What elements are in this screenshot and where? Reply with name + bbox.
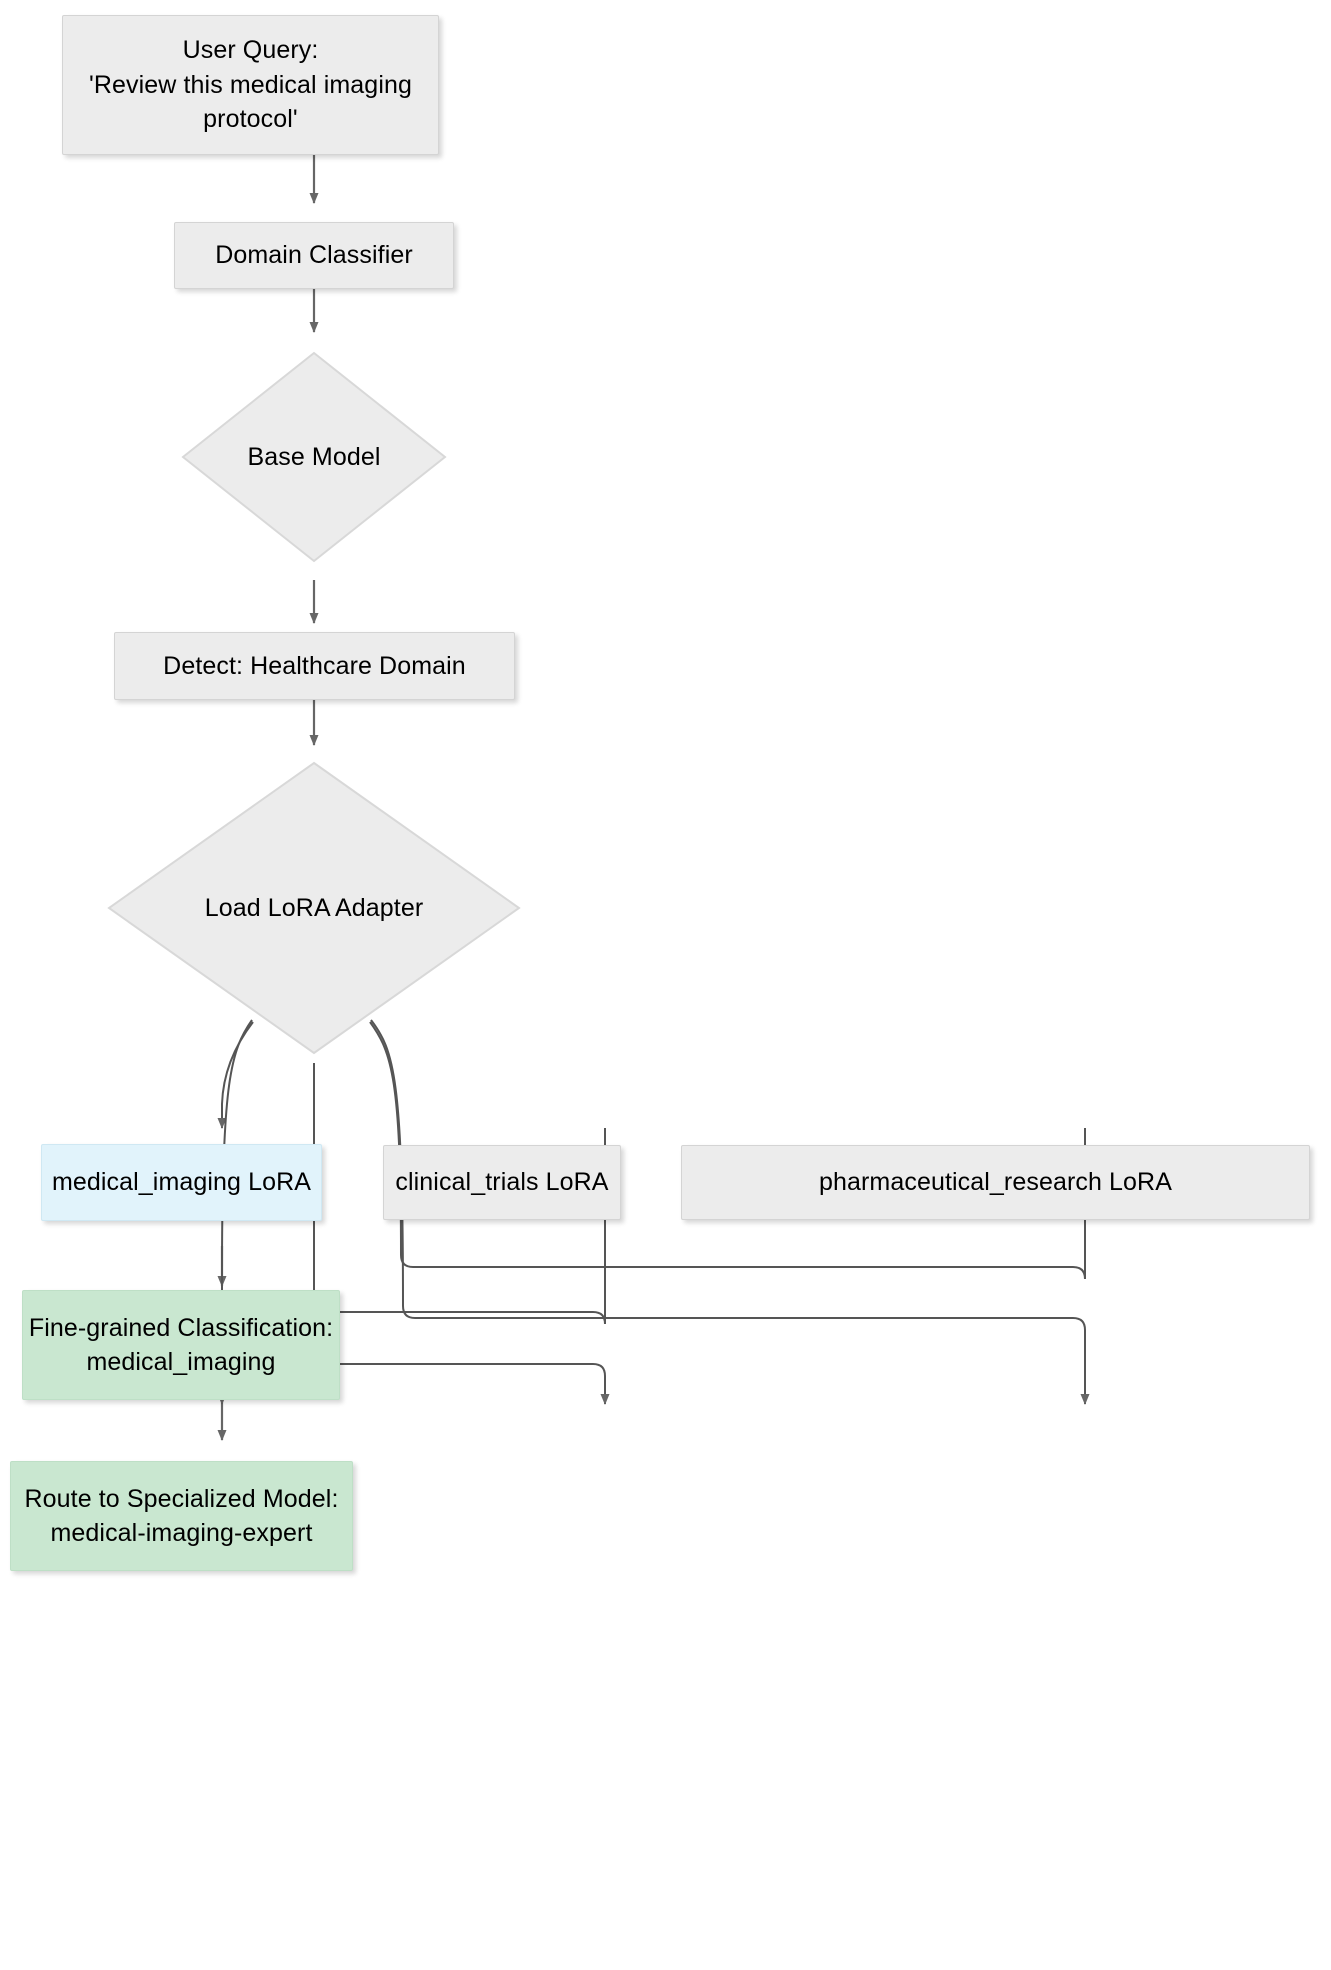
node-clinical-trials-lora-label: clinical_trials LoRA (395, 1168, 609, 1197)
node-domain-classifier-label: Domain Classifier (215, 241, 413, 270)
node-load-lora-adapter-label: Load LoRA Adapter (204, 893, 424, 922)
edge-branch-clinical-trials (313, 1063, 610, 1405)
node-base-model-label: Base Model (247, 442, 381, 471)
node-base-model[interactable]: Base Model (181, 351, 447, 563)
base-model-diamond-shape (181, 351, 447, 563)
node-route-to-specialized-model[interactable]: Route to Specialized Model: medical-imag… (10, 1461, 353, 1571)
node-detect-healthcare-domain-label: Detect: Healthcare Domain (163, 651, 466, 680)
node-medical-imaging-lora-label: medical_imaging LoRA (51, 1168, 312, 1197)
node-pharmaceutical-research-lora[interactable]: pharmaceutical_research LoRA (681, 1145, 1310, 1220)
node-route-to-specialized-model-label: Route to Specialized Model: medical-imag… (24, 1484, 339, 1548)
node-pharmaceutical-research-lora-label: pharmaceutical_research LoRA (819, 1168, 1172, 1197)
node-load-lora-adapter[interactable]: Load LoRA Adapter (107, 761, 521, 1055)
node-medical-imaging-lora[interactable]: medical_imaging LoRA (41, 1144, 322, 1221)
node-fine-grained-classification-label: Fine-grained Classification: medical_ima… (28, 1313, 334, 1377)
load-lora-adapter-diamond-shape (107, 761, 521, 1055)
node-fine-grained-classification[interactable]: Fine-grained Classification: medical_ima… (22, 1290, 340, 1400)
node-domain-classifier[interactable]: Domain Classifier (174, 222, 454, 289)
node-clinical-trials-lora[interactable]: clinical_trials LoRA (383, 1145, 621, 1220)
node-detect-healthcare-domain[interactable]: Detect: Healthcare Domain (114, 632, 515, 700)
node-user-query[interactable]: User Query: 'Review this medical imaging… (62, 15, 439, 155)
node-user-query-label: User Query: 'Review this medical imaging… (89, 36, 412, 134)
